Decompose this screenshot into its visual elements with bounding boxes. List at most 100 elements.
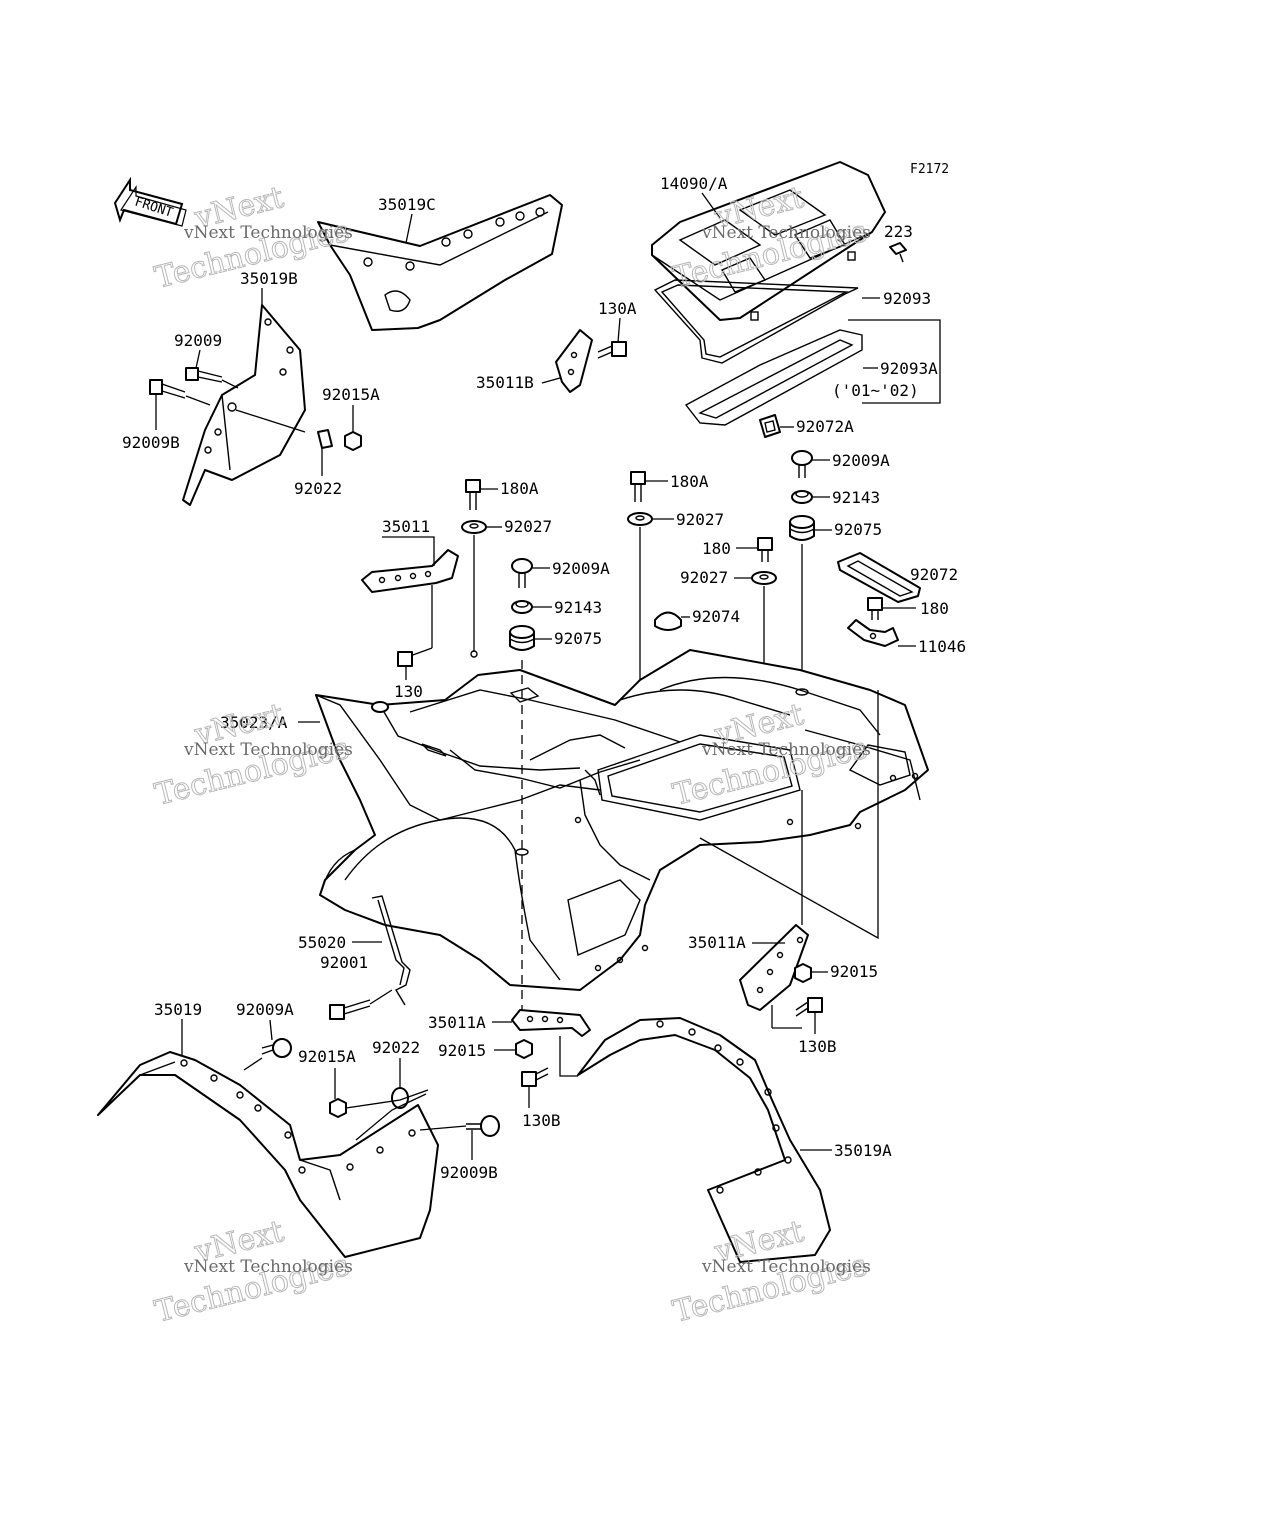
part-35023a-rear-fender <box>315 649 929 991</box>
label-35019c: 35019C <box>378 195 436 214</box>
pad-92072a-icon <box>759 414 781 438</box>
bracket-35011 <box>361 549 459 593</box>
bolt-180-icon <box>757 537 773 562</box>
rivet-92009a-low-icon <box>261 1038 292 1058</box>
label-130a: 130A <box>598 299 637 318</box>
label-180-right: 180 <box>920 599 949 618</box>
bolt-130-icon <box>397 651 413 667</box>
label-92074: 92074 <box>692 607 740 626</box>
nut-92015-low-icon <box>515 1039 533 1059</box>
bolt-180a-mid-icon <box>630 471 646 502</box>
label-92075-right: 92075 <box>834 520 882 539</box>
washer-92027-mid-icon <box>627 512 653 526</box>
label-92001: 92001 <box>320 953 368 972</box>
label-92072: 92072 <box>910 565 958 584</box>
screw-223-icon <box>889 242 907 263</box>
bolt-130b-low-icon <box>521 1067 549 1087</box>
label-92009b-low: 92009B <box>440 1163 498 1182</box>
label-180a-left: 180A <box>500 479 539 498</box>
nut-92015-right-icon <box>794 963 812 983</box>
label-92015-low: 92015 <box>438 1041 486 1060</box>
part-35019a-right-flap <box>577 1017 831 1263</box>
label-130b-right: 130B <box>798 1037 837 1056</box>
label-92015-right: 92015 <box>830 962 878 981</box>
damper-92075-mid-icon <box>509 625 535 651</box>
label-92009a-right: 92009A <box>832 451 890 470</box>
bracket-35011a-right <box>739 924 809 1011</box>
part-35019b-panel <box>182 304 306 506</box>
label-92009: 92009 <box>174 331 222 350</box>
label-180: 180 <box>702 539 731 558</box>
watermark-bottom-left: vNext Technologies vNext Technologies <box>151 1214 353 1331</box>
rod-55020 <box>371 895 411 1006</box>
label-223: 223 <box>884 222 913 241</box>
label-92009b-top: 92009B <box>122 433 180 452</box>
label-11046: 11046 <box>918 637 966 656</box>
label-92072a: 92072A <box>796 417 854 436</box>
bolt-180-right-icon <box>867 597 883 620</box>
label-180a-mid: 180A <box>670 472 709 491</box>
figure-code: F2172 <box>910 162 949 177</box>
part-35019-left-flap <box>97 1051 439 1258</box>
svg-text:vNext Technologies: vNext Technologies <box>183 740 353 760</box>
label-130b-low: 130B <box>522 1111 561 1130</box>
watermark-mid-right: vNext Technologies vNext Technologies <box>669 697 871 814</box>
label-92015a-low: 92015A <box>298 1047 356 1066</box>
label-92027-low: 92027 <box>680 568 728 587</box>
washer-92027-left-icon <box>461 520 487 534</box>
label-92143-mid: 92143 <box>554 598 602 617</box>
label-35019b: 35019B <box>240 269 298 288</box>
gasket-92093 <box>653 279 859 364</box>
label-92027-mid: 92027 <box>676 510 724 529</box>
bracket-35011b <box>555 329 593 393</box>
label-92015a-top: 92015A <box>322 385 380 404</box>
damper-92075-right-icon <box>789 515 815 541</box>
label-92093a-note: ('01~'02) <box>832 381 919 400</box>
watermark-bottom-right: vNext Technologies vNext Technologies <box>669 1214 871 1331</box>
label-92093: 92093 <box>883 289 931 308</box>
svg-text:vNext Technologies: vNext Technologies <box>701 1257 871 1277</box>
collar-92143-mid-icon <box>511 600 533 614</box>
seal-92093a <box>684 329 863 426</box>
bolt-92009a-mid-icon <box>511 558 533 588</box>
label-35011a-right: 35011A <box>688 933 746 952</box>
rivet-92009b-low-icon <box>466 1115 500 1137</box>
label-35019a: 35019A <box>834 1141 892 1160</box>
bolt-92009a-right-icon <box>791 450 813 478</box>
bolt-130b-right-icon <box>795 997 823 1017</box>
label-92022-low: 92022 <box>372 1038 420 1057</box>
label-35011a-low: 35011A <box>428 1013 486 1032</box>
bolt-92001-icon <box>329 999 371 1020</box>
part-14090a-box <box>651 161 886 321</box>
bracket-11046 <box>847 619 899 647</box>
label-35011: 35011 <box>382 517 430 536</box>
label-35011b: 35011B <box>476 373 534 392</box>
label-92022-top: 92022 <box>294 479 342 498</box>
label-92009a-mid: 92009A <box>552 559 610 578</box>
washer-92022-icon <box>317 429 333 449</box>
part-35019c-cover <box>317 194 563 331</box>
bracket-35011a-low <box>511 1009 591 1037</box>
label-92075-mid: 92075 <box>554 629 602 648</box>
cap-92074-icon <box>654 611 682 631</box>
label-92027-left: 92027 <box>504 517 552 536</box>
label-35019: 35019 <box>154 1000 202 1019</box>
label-14090a: 14090/A <box>660 174 728 193</box>
label-92009a-low: 92009A <box>236 1000 294 1019</box>
label-130: 130 <box>394 682 423 701</box>
nut-92015a-low-icon <box>329 1098 347 1118</box>
bolt-92009-icon <box>185 367 223 383</box>
nut-92015a-icon <box>344 431 362 451</box>
label-55020: 55020 <box>298 933 346 952</box>
bolt-130a-icon <box>597 341 627 359</box>
svg-text:vNext Technologies: vNext Technologies <box>183 1257 353 1277</box>
svg-text:vNext Technologies: vNext Technologies <box>701 223 871 243</box>
collar-92143-right-icon <box>791 490 813 504</box>
label-35023a: 35023/A <box>220 713 288 732</box>
label-92143-right: 92143 <box>832 488 880 507</box>
svg-text:vNext Technologies: vNext Technologies <box>183 223 353 243</box>
front-arrow-icon: FRONT <box>113 176 187 227</box>
bolt-92009b-icon <box>149 379 186 399</box>
svg-text:vNext Technologies: vNext Technologies <box>701 740 871 760</box>
